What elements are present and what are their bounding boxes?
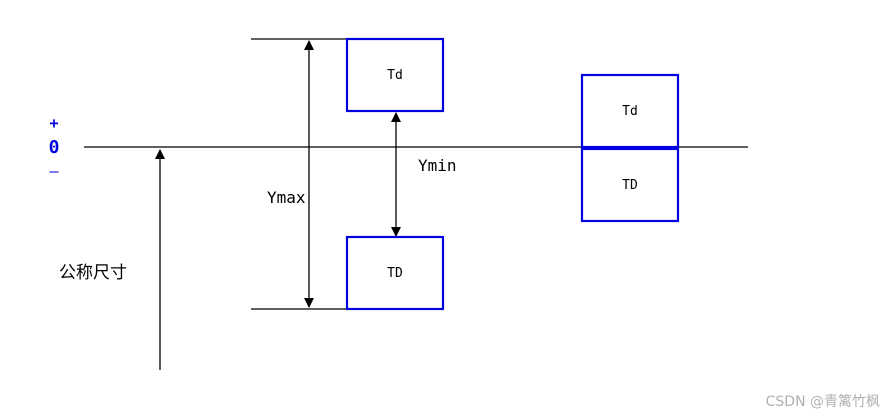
box-label-left-top: Td	[387, 68, 403, 83]
shaft-tolerance-zone-left	[345, 37, 445, 113]
box-label-right-bottom: TD	[622, 178, 638, 193]
hole-tolerance-zone-right	[580, 147, 680, 223]
box-label-left-bottom: TD	[387, 266, 403, 281]
ymax-label: Ymax	[267, 188, 306, 207]
watermark: CSDN @青篱竹枫	[766, 394, 880, 410]
box-label-right-top: Td	[622, 104, 638, 119]
hole-tolerance-zone-left	[345, 235, 445, 311]
nominal-size-label: 公称尺寸	[59, 263, 127, 283]
shaft-tolerance-zone-right	[580, 73, 680, 149]
zero-label: 0	[49, 137, 60, 158]
plus-sign: +	[49, 114, 58, 132]
ymin-label: Ymin	[418, 156, 457, 175]
minus-sign: –	[49, 162, 59, 180]
